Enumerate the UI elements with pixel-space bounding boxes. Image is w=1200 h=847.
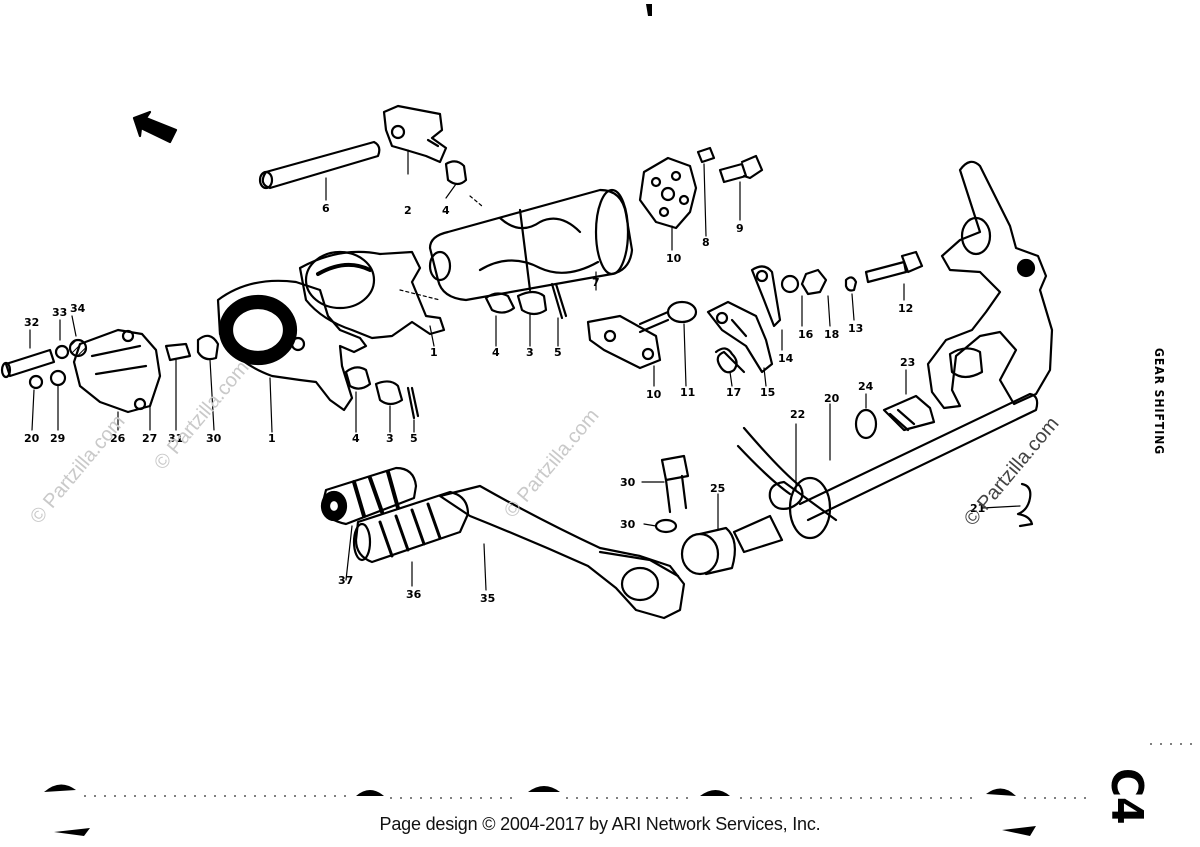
callout-11: 11 [680,386,695,399]
callout-20: 20 [824,392,840,405]
part-1-shift-fork-rear [298,250,446,340]
callout-21: 21 [970,502,985,515]
callout-10: 10 [646,388,662,401]
part-3-pin-upper [516,290,548,316]
part-33-washer [54,344,70,360]
callout-35: 35 [480,592,495,605]
part-36-pedal-rubber [352,490,470,564]
part-25-oil-seal [680,526,737,576]
callout-22: 22 [790,408,805,421]
callout-20: 20 [24,432,40,445]
part-9-bolt [718,154,764,184]
part-21-circlip [1016,482,1034,528]
front-direction-arrow [132,110,178,144]
part-1-shift-fork-front [216,279,368,412]
part-2-shift-cam-stopper [382,104,448,164]
part-11-bolt [638,300,698,334]
part-30-washer-pedal [654,518,678,534]
callout-34: 34 [70,302,86,315]
part-31-bolt [164,342,192,362]
callout-1: 1 [430,346,438,359]
part-22-spring-coil [788,476,832,540]
scan-artifacts [44,4,1036,836]
part-29-gear-shift-cover [72,328,162,414]
callout-4: 4 [352,432,360,445]
callout-14: 14 [778,352,794,365]
callout-16: 16 [798,328,814,341]
part-8-pin [696,146,716,164]
section-title: GEAR SHIFTING [1152,348,1166,456]
callout-5: 5 [554,346,562,359]
part-13-washer [844,276,858,292]
callout-29: 29 [50,432,65,445]
part-15-gear-shift-arm [706,300,774,374]
part-5-cotter-lower [406,386,420,420]
part-10-plate-mid [586,314,662,370]
part-17-return-spring [714,347,746,374]
callout-9: 9 [736,222,744,235]
part-7-gearshift-cam [428,188,634,302]
part-20-screw [28,374,44,390]
callout-15: 15 [760,386,775,399]
callout-18: 18 [824,328,839,341]
callout-23: 23 [900,356,915,369]
callout-30: 30 [620,518,636,531]
part-22-spring [736,426,838,522]
part-32-bolt [0,348,56,379]
shaft-end [732,514,784,554]
part-35-gear-shift-lever [438,484,686,620]
part-4-roller-upper [484,292,516,314]
callout-8: 8 [702,236,710,249]
part-20-gear-shift-shaft [798,160,1054,522]
callout-25: 25 [710,482,725,495]
callout-7: 7 [592,276,600,289]
part-6-shift-rod [258,140,381,190]
part-30-bolt-pedal [660,454,690,514]
copyright-footer: Page design © 2004-2017 by ARI Network S… [379,814,821,834]
part-10-cam-driven-gear [638,156,698,230]
part-4-roller-lower [344,366,372,390]
part-4-roller-top [444,160,468,186]
part-14-gear-shift-lever-plate [750,265,782,328]
callout-10: 10 [666,252,682,265]
callout-33: 33 [52,306,67,319]
callout-3: 3 [526,346,534,359]
callout-31: 31 [168,432,183,445]
callout-13: 13 [848,322,863,335]
callout-27: 27 [142,432,157,445]
callout-30: 30 [206,432,222,445]
part-3-pin-lower [374,380,404,406]
part-23-neutral-switch [882,394,936,432]
callout-26: 26 [110,432,126,445]
part-29-washer [49,369,67,387]
callout-2: 2 [404,204,412,217]
callout-32: 32 [24,316,39,329]
part-24-washer [854,408,878,440]
callout-30: 30 [620,476,636,489]
callout-12: 12 [898,302,913,315]
part-12-bolt [864,250,924,284]
scan-dots [84,743,1196,799]
callout-4: 4 [442,204,450,217]
part-30-plate [196,334,220,361]
part-5-cotter-upper [550,282,568,320]
part-18-nut [800,268,828,296]
callout-36: 36 [406,588,422,601]
callout-4: 4 [492,346,500,359]
callout-17: 17 [726,386,741,399]
callout-1: 1 [268,432,276,445]
callout-37: 37 [338,574,353,587]
part-16-washer [780,274,800,294]
callout-24: 24 [858,380,874,393]
callout-3: 3 [386,432,394,445]
callout-6: 6 [322,202,330,215]
callout-5: 5 [410,432,418,445]
part-37-pedal-rubber [320,466,418,526]
